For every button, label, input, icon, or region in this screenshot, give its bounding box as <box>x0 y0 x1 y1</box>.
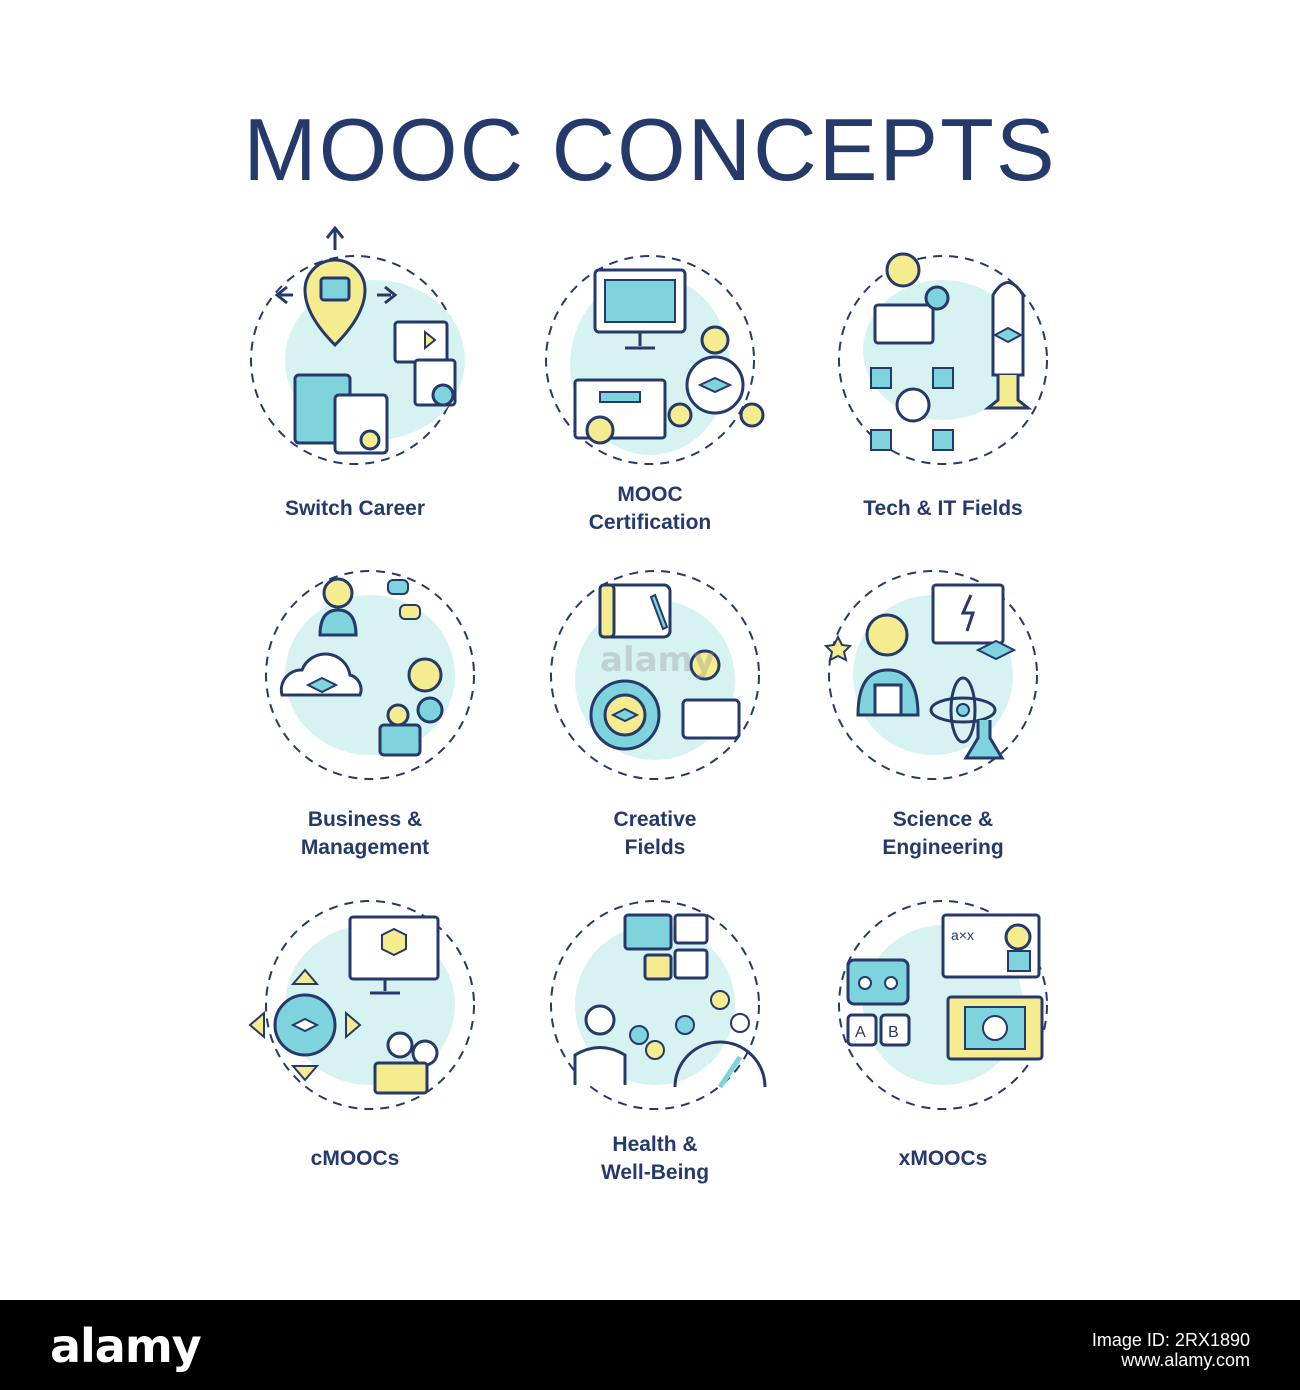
svg-text:B: B <box>888 1024 899 1041</box>
concept-cmoocs <box>220 855 520 1155</box>
svg-text:A: A <box>855 1024 866 1041</box>
concept-label-business-management: Business & Management <box>215 806 515 862</box>
site-url-link[interactable]: www.alamy.com <box>1121 1350 1250 1370</box>
concept-label-switch-career: Switch Career <box>205 495 505 523</box>
rocket-icon <box>838 252 1048 465</box>
concept-label-health-well-being: Health & Well-Being <box>505 1131 805 1187</box>
concept-label-line: Tech & IT Fields <box>863 497 1023 520</box>
concept-label-mooc-certification: MOOC Certification <box>500 481 800 537</box>
concept-mooc-certification <box>500 210 800 510</box>
concept-switch-career <box>205 210 505 510</box>
concept-creative-fields <box>505 525 805 825</box>
concept-label-line: Fields <box>624 836 686 859</box>
concept-tech-it-fields <box>793 210 1093 510</box>
concept-label-line: Engineering <box>882 836 1004 859</box>
certificate-icon <box>545 255 765 465</box>
svg-text:a×x: a×x <box>951 927 974 943</box>
tablet-pen-icon <box>550 570 760 780</box>
alamy-logo[interactable]: alamy <box>50 1319 202 1373</box>
concept-label-science-engineering: Science & Engineering <box>793 806 1093 862</box>
atom-flask-icon <box>823 570 1038 780</box>
concept-xmoocs: a×x A B <box>793 855 1093 1155</box>
concept-label-line: Switch Career <box>284 497 426 520</box>
watermark-logo: alamy <box>600 640 716 680</box>
image-id-text: Image ID: 2RX1890 <box>1091 1330 1250 1350</box>
concept-label-cmoocs: cMOOCs <box>205 1145 505 1173</box>
video-lesson-icon: a×x A B <box>838 900 1048 1110</box>
concept-label-line: Science & <box>892 808 994 831</box>
concept-label-line: Management <box>300 836 430 859</box>
concept-science-engineering <box>783 525 1083 825</box>
footer-info: Image ID: 2RX1890 www.alamy.com <box>1092 1330 1250 1370</box>
concept-label-line: Health & <box>612 1133 698 1156</box>
cloud-gear-icon <box>265 570 475 780</box>
concept-label-line: Business & <box>307 808 423 831</box>
concept-label-line: Certification <box>588 511 712 534</box>
career-switch-icon <box>250 225 465 465</box>
concept-label-xmoocs: xMOOCs <box>793 1145 1093 1173</box>
network-arrows-icon <box>248 900 475 1110</box>
concept-label-line: Creative <box>613 808 697 831</box>
footer-bar <box>0 1300 1300 1390</box>
page-title: MOOC CONCEPTS <box>243 100 1057 199</box>
concept-label-creative-fields: Creative Fields <box>505 806 805 862</box>
concept-label-line: MOOC <box>617 483 683 506</box>
concept-label-tech-it-fields: Tech & IT Fields <box>793 495 1093 523</box>
concept-label-line: xMOOCs <box>898 1147 988 1170</box>
concept-label-line: Well-Being <box>600 1161 710 1184</box>
concept-business-management <box>220 525 520 825</box>
concept-health-well-being <box>505 855 805 1155</box>
mood-gauge-icon <box>550 900 767 1110</box>
concept-label-line: cMOOCs <box>310 1147 400 1170</box>
